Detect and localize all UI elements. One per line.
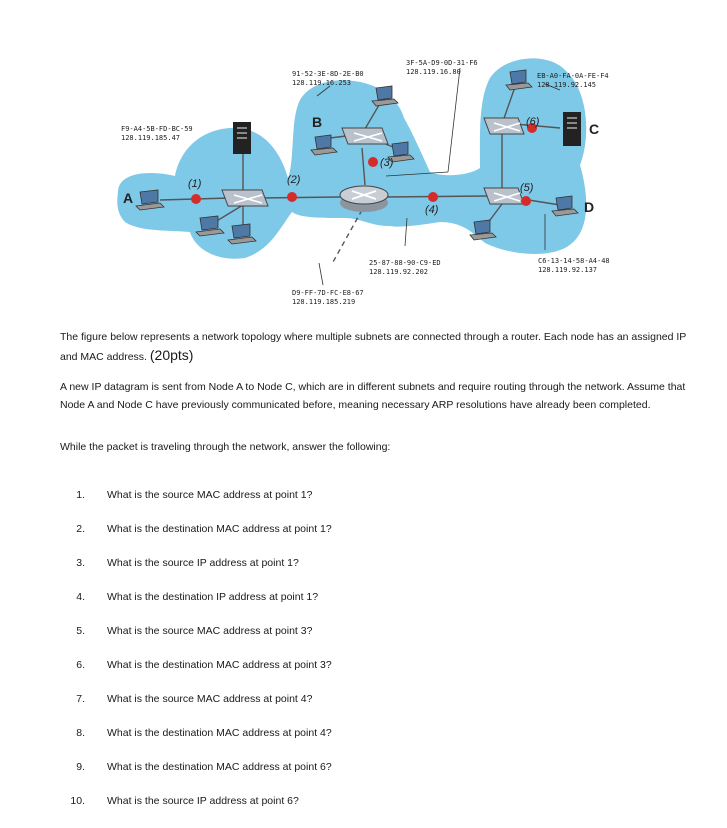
host-top-right [387,141,415,163]
subnet-cloud [117,58,587,259]
question-number: 1. [76,489,85,501]
host-upper-right [505,69,533,91]
question-number: 7. [76,693,85,705]
switch-right-lower [483,187,525,205]
host-left-2 [227,223,257,245]
prompt-paragraph: While the packet is traveling through th… [60,441,391,453]
question-item: 6. What is the destination MAC address at… [60,658,660,692]
question-number: 4. [76,591,85,603]
switch-top [341,127,389,145]
question-text: What is the destination MAC address at p… [107,727,332,739]
router-right-ip: 128.119.92.202 [369,268,428,276]
question-number: 8. [76,727,85,739]
question-text: What is the destination MAC address at p… [107,659,332,671]
question-number: 6. [76,659,85,671]
question-text: What is the source IP address at point 6… [107,795,299,807]
question-number: 3. [76,557,85,569]
node-c-label: C [589,121,599,137]
question-list: 1. What is the source MAC address at poin… [60,488,660,828]
question-text: What is the source MAC address at point … [107,693,313,705]
server-left [233,122,251,154]
callout-lines [316,67,561,286]
question-text: What is the destination IP address at po… [107,591,319,603]
point-6-label: (6) [526,116,540,128]
question-number: 2. [76,523,85,535]
point-5-dot [521,196,531,206]
intro-paragraph: The figure below represents a network to… [60,328,690,366]
question-item: 2. What is the destination MAC address at… [60,522,660,556]
network-topology-figure: A B C D (1) (2) (3) (4) (5) (6) F9-A4-5B… [117,58,610,306]
question-text: What is the destination MAC address at p… [107,523,332,535]
question-number: 9. [76,761,85,773]
node-d-mac: C6-13-14-58-A4-48 [538,257,610,265]
node-b-ip: 128.119.16.253 [292,79,351,87]
point-3-dot [368,157,378,167]
scenario-paragraph: A new IP datagram is sent from Node A to… [60,381,686,411]
point-6-dot [527,123,537,133]
host-top [371,85,399,107]
point-1-label: (1) [188,178,202,190]
host-lower-right [469,219,497,241]
point-1-dot [191,194,201,204]
question-text: What is the source MAC address at point … [107,625,313,637]
switch-right-upper [483,117,525,135]
point-2-label: (2) [287,174,301,186]
question-item: 8. What is the destination MAC address at… [60,726,660,760]
question-item: 4. What is the destination IP address at … [60,590,660,624]
question-item: 7. What is the source MAC address at poin… [60,692,660,726]
question-text: What is the source IP address at point 1… [107,557,299,569]
node-b-mac: 91-52-3E-8D-2E-B0 [292,70,364,78]
node-d-ip: 128.119.92.137 [538,266,597,274]
question-text: What is the destination MAC address at p… [107,761,332,773]
node-c-ip: 128.119.92.145 [537,81,596,89]
hosts [135,69,579,245]
question-number: 10. [70,795,85,807]
points-value: (20pts) [149,347,194,363]
node-c-mac: EB-A0-FA-0A-FE-F4 [537,72,609,80]
question-item: 9. What is the destination MAC address at… [60,760,660,794]
node-a-ip: 128.119.185.47 [121,134,180,142]
router-left-mac: D9-FF-7D-FC-E8-67 [292,289,364,297]
router-left-ip: 128.119.185.219 [292,298,355,306]
router-top-mac: 3F-5A-D9-0D-31-F6 [406,59,478,67]
point-2-dot [287,192,297,202]
question-item: 10. What is the source IP address at poin… [60,794,660,828]
node-a-mac: F9-A4-5B-FD-BC-59 [121,125,193,133]
host-d [551,195,579,217]
node-d-label: D [584,199,594,215]
intro-text: The figure below represents a network to… [60,331,687,363]
host-a [135,189,165,211]
router-right-mac: 25-87-88-90-C9-ED [369,259,441,267]
router-top-ip: 128.119.16.80 [406,68,461,76]
node-a-label: A [123,190,133,206]
point-4-label: (4) [425,204,439,216]
question-number: 5. [76,625,85,637]
question-text: What is the source MAC address at point … [107,489,313,501]
question-item: 5. What is the source MAC address at poin… [60,624,660,658]
point-5-label: (5) [520,182,534,194]
switch-left [221,189,269,207]
point-4-dot [428,192,438,202]
router [339,185,389,212]
interface-points [191,123,537,206]
question-item: 1. What is the source MAC address at poin… [60,488,660,522]
host-b [310,134,338,156]
node-b-label: B [312,114,322,130]
question-item: 3. What is the source IP address at point… [60,556,660,590]
host-left-1 [195,215,225,237]
point-3-label: (3) [380,157,394,169]
server-c [563,112,581,146]
